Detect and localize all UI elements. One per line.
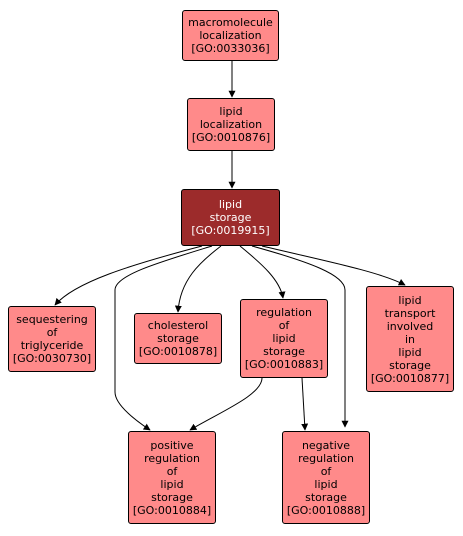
node-label-line: macromolecule (188, 16, 273, 29)
node-label-line: regulation (144, 451, 200, 465)
node-label-line: [GO:0010876] (191, 131, 271, 144)
node-label-line: in (404, 332, 416, 346)
node-label-line: [GO:0010888] (286, 503, 366, 517)
node-label-line: involved (386, 319, 434, 333)
node-label-line: lipid (398, 345, 422, 359)
node-label-line: lipid (314, 477, 338, 491)
node-label-line: of (166, 464, 178, 478)
edge-regulation-to-negative (301, 377, 309, 431)
node-label-line: of (320, 464, 332, 478)
node-label-line: storage (263, 345, 305, 358)
node-label-line: [GO:0030730] (12, 352, 92, 365)
edge-regulation-to-positive (189, 377, 263, 431)
node-label-line: cholesterol (147, 319, 209, 332)
node-label-line: positive (150, 438, 194, 452)
edge-lipid-storage-to-regulation (239, 245, 286, 299)
node-label-line: storage (389, 358, 431, 372)
node-label-line: lipid (398, 293, 422, 307)
node-label-line: lipid (218, 198, 243, 211)
edge-lipid-storage-to-cholesterol (174, 245, 222, 313)
node-label-line: lipid (160, 477, 184, 491)
node-label-line: localization (199, 118, 263, 131)
node-label-line: storage (305, 490, 347, 504)
edge-lipid-storage-to-transport (261, 245, 406, 286)
node-label-line: [GO:0010883] (244, 358, 324, 371)
edge-lipid-storage-to-positive (114, 245, 213, 431)
node-label-line: regulation (298, 451, 354, 465)
node-label-line: [GO:0010884] (132, 503, 212, 517)
node-label-line: storage (151, 490, 193, 504)
node-label-line: [GO:0010877] (370, 371, 450, 385)
node-label-line: lipid (219, 105, 243, 118)
edge-lipid-storage-to-sequestering (54, 245, 203, 306)
node-label-line: [GO:0033036] (191, 42, 270, 55)
node-label-line: storage (157, 332, 199, 345)
node-label-line: sequestering (16, 313, 88, 326)
node-label-line: [GO:0010878] (138, 345, 218, 358)
node-label-line: [GO:0019915] (191, 224, 270, 237)
node-label-line: lipid (272, 332, 296, 345)
node-label-line: of (46, 326, 58, 339)
node-label-line: negative (301, 438, 351, 452)
node-label-line: triglyceride (20, 339, 84, 352)
node-label-line: regulation (256, 306, 312, 319)
node-label-line: of (278, 319, 290, 332)
node-label-line: storage (209, 211, 252, 224)
edge-lipid-storage-to-negative (251, 245, 349, 428)
node-label-line: localization (199, 29, 262, 42)
node-label-line: transport (384, 306, 436, 320)
